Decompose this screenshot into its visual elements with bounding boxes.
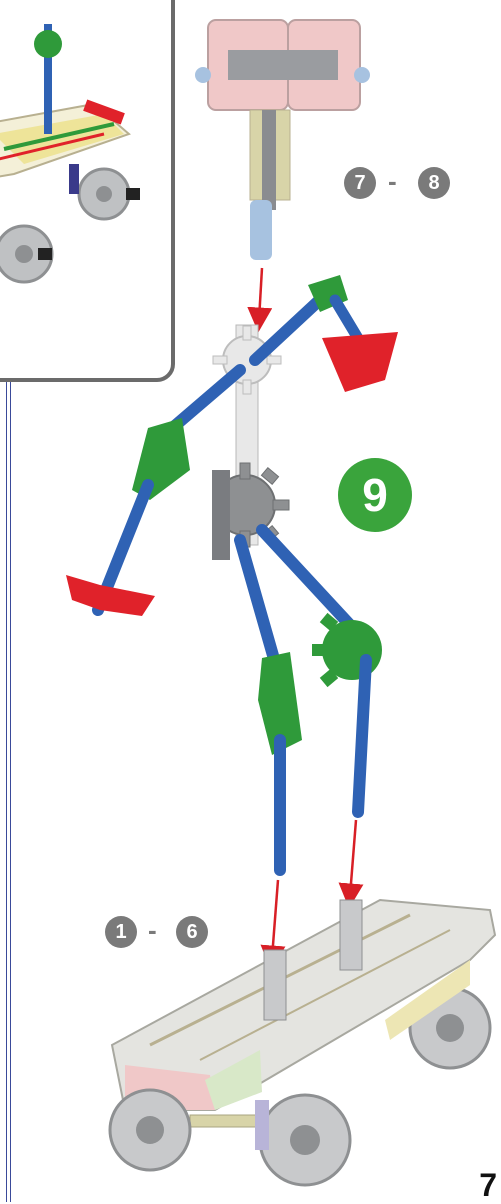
step-badge-base-start: 1 <box>105 916 137 948</box>
current-step-badge: 9 <box>338 458 412 532</box>
step-badge-head-end: 8 <box>418 167 450 199</box>
insert-arrow-right-leg <box>350 820 356 896</box>
base-platform <box>110 900 495 1185</box>
step-range-separator-base: - <box>148 915 157 946</box>
robot-body <box>66 275 398 870</box>
head-assembly <box>195 20 370 260</box>
page-number: 7 <box>479 1167 497 1204</box>
step-badge-base-end: 6 <box>176 916 208 948</box>
step-badge-head-start: 7 <box>344 167 376 199</box>
step-range-separator-head: - <box>388 166 397 197</box>
insert-arrow-head <box>259 268 262 320</box>
insert-arrow-left-leg <box>272 880 278 958</box>
